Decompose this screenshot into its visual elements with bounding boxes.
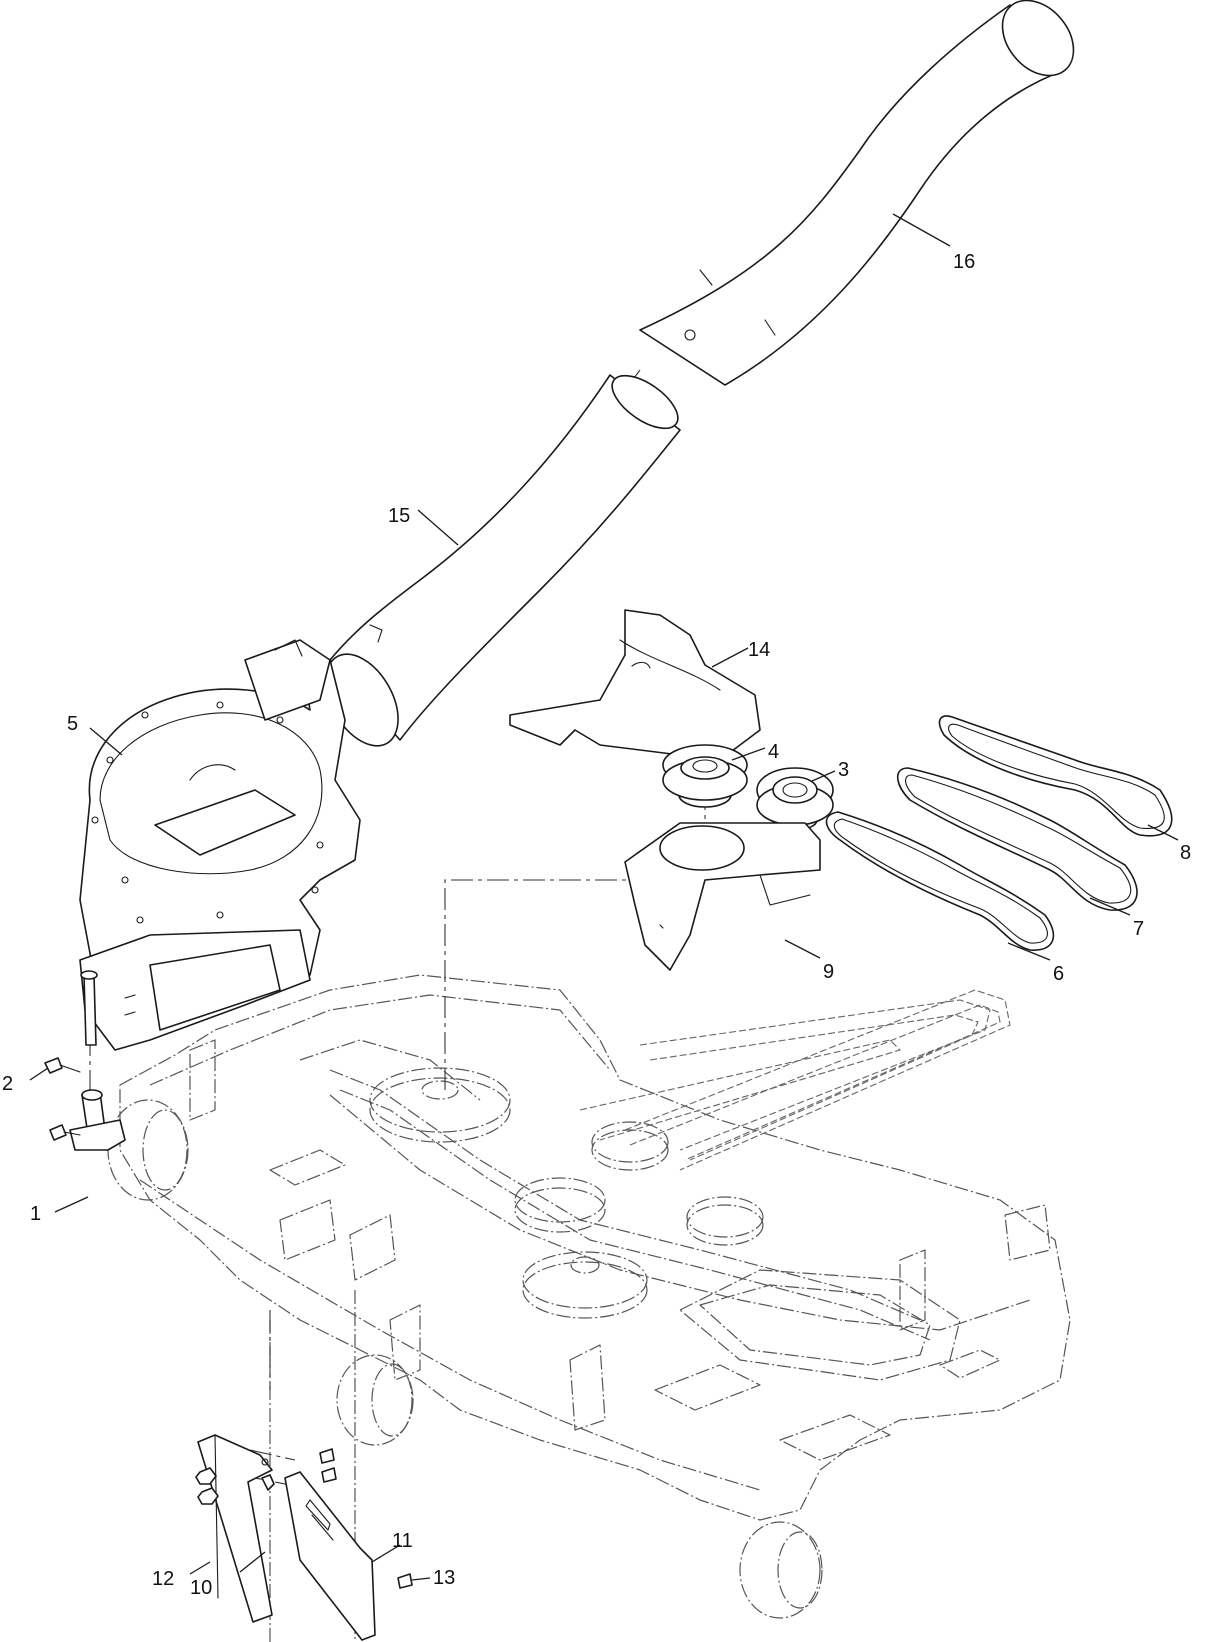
callout-labels: 1 2 3 4 5 6 7 8 9 10 11 12 13 14 15 16	[2, 251, 1191, 1599]
part-2-bolts	[44, 1057, 81, 1141]
callout-2: 2	[2, 1073, 13, 1095]
part-10-bracket	[197, 1434, 273, 1623]
part-4-pulley	[662, 744, 748, 808]
callout-7: 7	[1133, 918, 1144, 940]
part-9-lower-guard	[624, 822, 821, 971]
drive-belt-phantom	[624, 989, 1011, 1171]
part-5-blower-housing	[79, 639, 361, 1051]
callout-12: 12	[152, 1568, 174, 1590]
callout-11: 11	[392, 1530, 413, 1552]
callout-3: 3	[838, 759, 849, 781]
part-11-bracket	[284, 1471, 376, 1641]
part-16-upper-tube	[639, 0, 1075, 386]
callout-9: 9	[823, 961, 834, 983]
part-6-belt	[825, 811, 1055, 951]
part-8-belt	[938, 715, 1173, 837]
leader-lines	[29, 213, 1179, 1581]
part-12-nuts	[195, 1467, 275, 1505]
callout-4: 4	[768, 741, 779, 763]
part-14-belt-guard	[509, 609, 761, 761]
part-13-bolts	[319, 1448, 413, 1589]
callout-15: 15	[388, 505, 410, 527]
callout-16: 16	[953, 251, 975, 273]
callout-1: 1	[30, 1203, 41, 1225]
callout-14: 14	[748, 639, 770, 661]
part-7-belt	[896, 767, 1138, 911]
callout-6: 6	[1053, 963, 1064, 985]
callout-5: 5	[67, 713, 78, 735]
callout-10: 10	[190, 1577, 212, 1599]
callout-13: 13	[433, 1567, 455, 1589]
callout-8: 8	[1180, 842, 1191, 864]
part-1-hinge-bracket	[69, 1089, 126, 1151]
